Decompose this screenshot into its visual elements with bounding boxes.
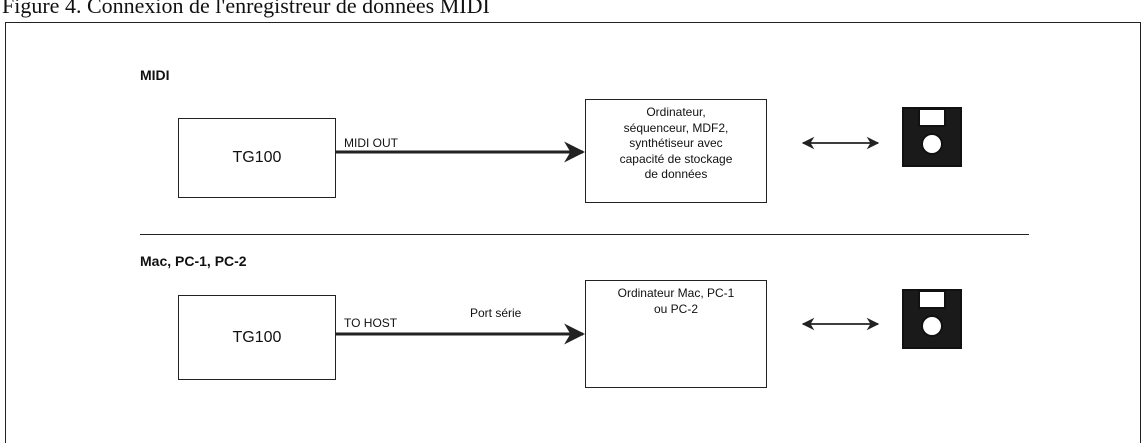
- section-title-mac-pc: Mac, PC-1, PC-2: [140, 253, 247, 269]
- target-line: Ordinateur Mac, PC-1: [617, 286, 735, 300]
- tg100-device-box: TG100: [178, 118, 336, 198]
- target-line: séquenceur, MDF2,: [623, 120, 729, 135]
- device-label: TG100: [232, 328, 282, 346]
- target-line: synthétiseur avec: [629, 136, 723, 150]
- port-label: Port série: [470, 306, 522, 320]
- device-label: TG100: [232, 149, 282, 166]
- target-device-box: Ordinateur, séquenceur, MDF2, synthétise…: [585, 99, 767, 203]
- section-divider: [140, 234, 1029, 235]
- connection-label: TO HOST: [344, 316, 398, 330]
- floppy-disk-icon: [902, 107, 962, 167]
- target-line: capacité de stockage: [619, 151, 733, 166]
- target-line: ou PC-2: [653, 301, 699, 316]
- target-device-box: Ordinateur Mac, PC-1 ou PC-2: [585, 280, 767, 388]
- section-title-midi: MIDI: [140, 67, 170, 83]
- target-line: de données: [644, 167, 708, 181]
- diagram-frame: [5, 22, 1141, 443]
- connection-label: MIDI OUT: [344, 136, 398, 150]
- floppy-disk-icon: [902, 289, 962, 349]
- tg100-device-box: TG100: [178, 295, 336, 380]
- figure-caption: Figure 4. Connexion de l'enregistreur de…: [2, 0, 490, 18]
- target-line: Ordinateur,: [646, 105, 706, 119]
- connection-wires: [336, 136, 880, 345]
